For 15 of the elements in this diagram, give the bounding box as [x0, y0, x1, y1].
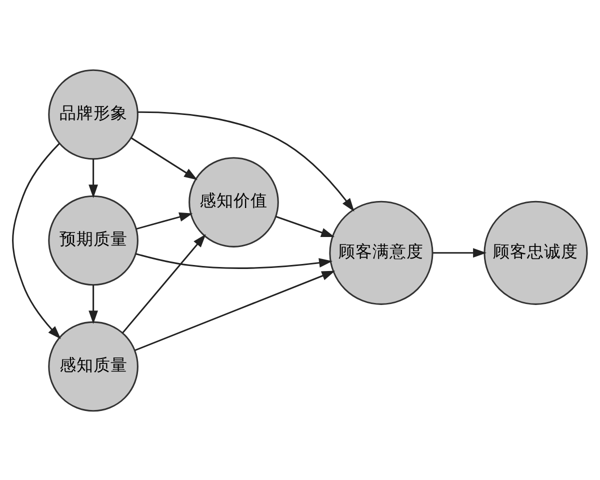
arrow: [88, 158, 98, 198]
arrow: [88, 284, 98, 324]
arrow: [138, 110, 354, 212]
arrow: [136, 212, 193, 230]
node-circle: 顾客忠诚度: [484, 200, 588, 304]
arrow: [276, 215, 335, 237]
arrow: [433, 248, 487, 258]
arrow: [136, 252, 333, 268]
arrow: [131, 136, 198, 180]
node-circle: 顾客满意度: [329, 200, 434, 304]
arrow: [12, 142, 61, 339]
arrow: [134, 270, 336, 351]
arrow: [122, 234, 206, 333]
node-circle: 品牌形象: [48, 68, 138, 160]
node-circle: 预期质量: [48, 194, 138, 286]
